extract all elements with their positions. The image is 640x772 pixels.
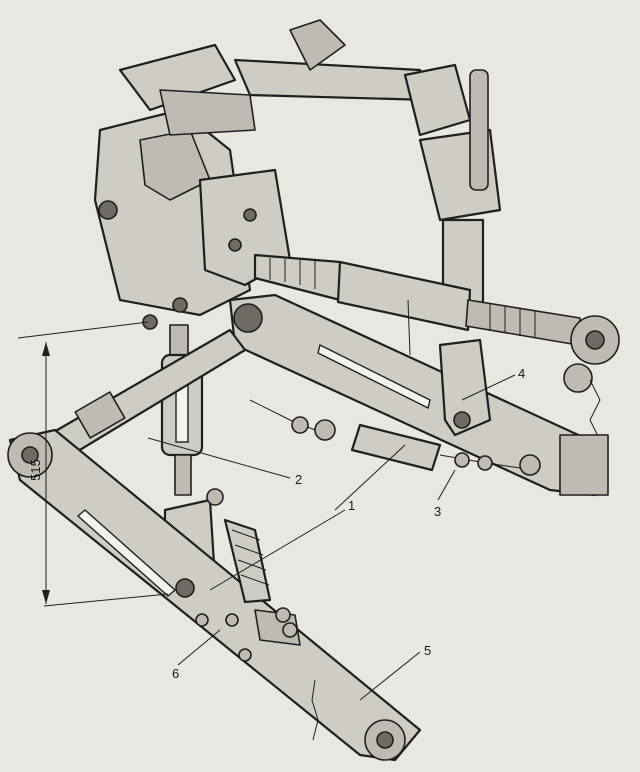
callout-4: 4	[518, 366, 525, 381]
callout-5: 5	[424, 643, 431, 658]
left-lower-link	[7, 428, 422, 762]
left-yoke	[175, 578, 252, 662]
callout-2: 2	[295, 472, 302, 487]
cross-bar	[38, 328, 247, 467]
top-link	[253, 253, 620, 441]
callout-3: 3	[434, 504, 441, 519]
dimension-label: 515	[28, 459, 43, 481]
right-limit-chain	[249, 399, 521, 472]
left-limit-chain	[206, 488, 298, 638]
callout-6: 6	[172, 666, 179, 681]
right-brace	[438, 338, 492, 437]
right-mast	[403, 63, 502, 312]
callout-leaders	[147, 374, 516, 701]
dimension-515: 515	[17, 321, 169, 607]
callout-1: 1	[348, 498, 355, 513]
right-lower-link	[228, 293, 609, 497]
